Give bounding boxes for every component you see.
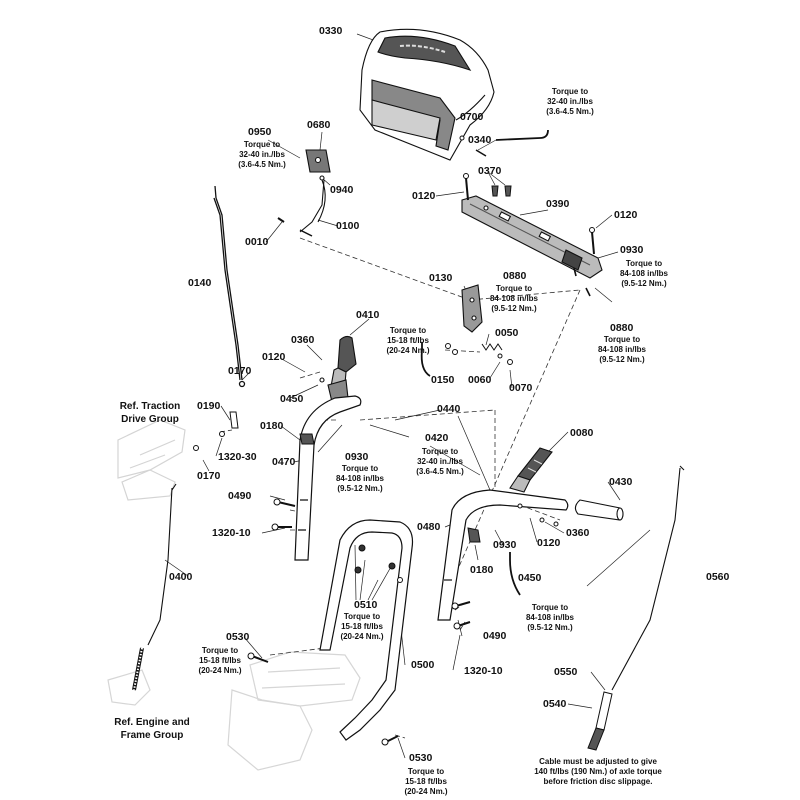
part-label-0410: 0410 (356, 309, 380, 321)
part-label-0070: 0070 (509, 382, 533, 394)
lever-0410 (319, 335, 357, 403)
part-label-0930-b: 0930 (345, 451, 369, 463)
part-label-0540: 0540 (543, 698, 567, 710)
part-label-0470: 0470 (272, 456, 296, 468)
part-label-0180-b: 0180 (470, 564, 494, 576)
spring-0050-hardware (445, 343, 513, 365)
part-label-0950: 0950 (248, 126, 272, 138)
part-label-0450-b: 0450 (518, 572, 542, 584)
part-label-0150: 0150 (431, 374, 455, 386)
clips-0180-0190 (229, 411, 481, 543)
part-label-0190: 0190 (197, 400, 221, 412)
part-label-0450-a: 0450 (280, 393, 304, 405)
panel-bar-0390 (461, 195, 603, 279)
part-label-0420: 0420 (425, 432, 449, 444)
bracket-0130 (461, 284, 483, 333)
part-label-0430: 0430 (609, 476, 633, 488)
part-label-0490-b: 0490 (483, 630, 507, 642)
part-label-0120-right: 0120 (614, 209, 638, 221)
dash-panel-0330 (359, 28, 495, 161)
part-label-0140: 0140 (188, 277, 212, 289)
handle-right-0480 (437, 489, 569, 621)
bolts-top (463, 173, 595, 297)
part-label-1320-30: 1320-30 (218, 451, 257, 463)
part-label-0060: 0060 (468, 374, 492, 386)
leader-lines (164, 33, 651, 759)
part-label-0360-a: 0360 (291, 334, 315, 346)
part-label-0120-low: 0120 (537, 537, 561, 549)
cable-0400 (132, 483, 177, 691)
part-label-0930-c: 0930 (493, 539, 517, 551)
part-label-0880-b: 0880 (610, 322, 634, 334)
part-label-0170-a: 0170 (228, 365, 252, 377)
part-label-0100: 0100 (336, 220, 360, 232)
ref-traction-drive-ghost (117, 419, 186, 501)
part-label-1320-10-a: 1320-10 (212, 527, 251, 539)
lower-handle-0500 (319, 519, 414, 741)
part-label-0010: 0010 (245, 236, 269, 248)
part-label-0170-b: 0170 (197, 470, 221, 482)
part-label-0390: 0390 (546, 198, 570, 210)
bracket-0680-link-0100 (277, 149, 331, 237)
part-label-0550: 0550 (554, 666, 578, 678)
part-label-0400: 0400 (169, 571, 193, 583)
part-label-0130: 0130 (429, 272, 453, 284)
part-label-0700: 0700 (460, 111, 484, 123)
part-label-0180-a: 0180 (260, 420, 284, 432)
part-label-0440: 0440 (437, 403, 461, 415)
part-label-0050: 0050 (495, 327, 519, 339)
callout-arrows (420, 129, 549, 596)
part-label-0560: 0560 (706, 571, 730, 583)
part-label-0370: 0370 (478, 165, 502, 177)
screws-0700-0340 (459, 135, 487, 157)
grip-0430 (574, 499, 624, 521)
part-label-0080: 0080 (570, 427, 594, 439)
part-label-0500: 0500 (411, 659, 435, 671)
part-label-0340: 0340 (468, 134, 492, 146)
part-label-0530-a: 0530 (226, 631, 250, 643)
handle-bolts (193, 431, 559, 746)
part-label-0360-b: 0360 (566, 527, 590, 539)
part-label-0530-b: 0530 (409, 752, 433, 764)
part-label-0330: 0330 (319, 25, 343, 37)
rod-0140 (213, 185, 246, 388)
part-label-0880-a: 0880 (503, 270, 527, 282)
part-label-0120-top: 0120 (412, 190, 436, 202)
part-label-0930-a: 0930 (620, 244, 644, 256)
part-label-0490-a: 0490 (228, 490, 252, 502)
cable-0560 (611, 465, 685, 691)
lever-0080 (509, 447, 553, 493)
adjuster-0550-0540 (587, 691, 613, 751)
part-label-0680: 0680 (307, 119, 331, 131)
part-label-1320-10-b: 1320-10 (464, 665, 503, 677)
part-label-0120-mid: 0120 (262, 351, 286, 363)
part-label-0510: 0510 (354, 599, 378, 611)
part-label-0940: 0940 (330, 184, 354, 196)
part-label-0480: 0480 (417, 521, 441, 533)
